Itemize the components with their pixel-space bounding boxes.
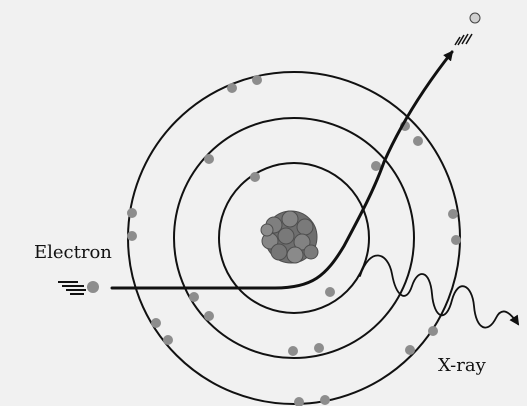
nucleon: [261, 224, 273, 236]
outgoing-electron: [455, 13, 480, 45]
electron-dot: [288, 346, 298, 356]
electron-dot: [325, 287, 335, 297]
electron-label: Electron: [34, 244, 112, 262]
electron-dot: [451, 235, 461, 245]
electron-dot: [252, 75, 262, 85]
electron-dot: [294, 397, 304, 406]
electron-dot: [405, 345, 415, 355]
nucleon: [282, 211, 298, 227]
x-ray-label: X-ray: [438, 357, 486, 375]
electron-dot: [127, 208, 137, 218]
electron-dot: [227, 83, 237, 93]
electron-dot: [428, 326, 438, 336]
nucleon: [287, 247, 303, 263]
electron-dot: [163, 335, 173, 345]
nucleon: [271, 244, 287, 260]
nucleon: [304, 245, 318, 259]
incoming-electron-dot: [87, 281, 99, 293]
electron-dot: [413, 136, 423, 146]
electron-dot: [448, 209, 458, 219]
nucleon: [297, 219, 313, 235]
nucleon: [278, 228, 294, 244]
electron-dot: [204, 311, 214, 321]
electron-dot: [250, 172, 260, 182]
electron-dot: [189, 292, 199, 302]
electron-dot: [371, 161, 381, 171]
electron-dot: [320, 395, 330, 405]
incoming-electron: [58, 281, 99, 294]
electron-dot: [127, 231, 137, 241]
electron-dot: [204, 154, 214, 164]
outgoing-electron-dot: [470, 13, 480, 23]
nucleus-cluster: [261, 211, 318, 263]
electron-dot: [314, 343, 324, 353]
electron-dot: [151, 318, 161, 328]
